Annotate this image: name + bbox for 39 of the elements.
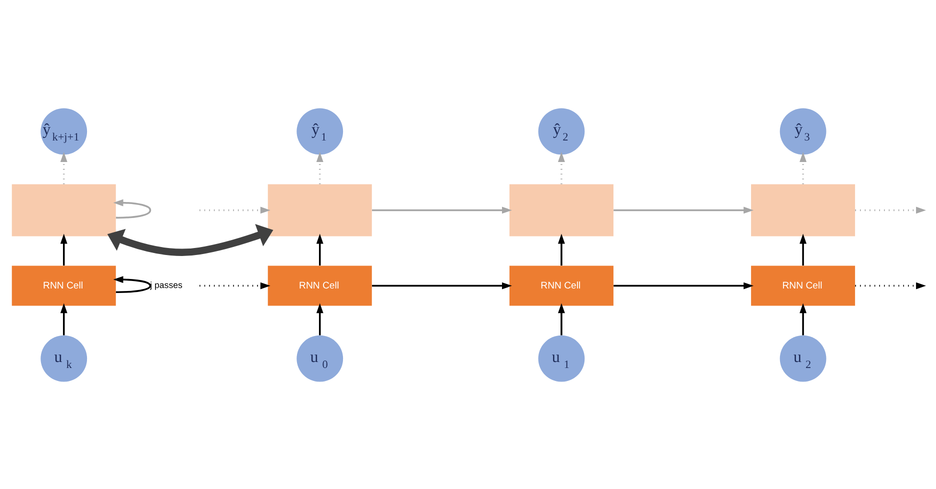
node-box: RNN Cell: [12, 265, 116, 306]
arrow: [107, 223, 274, 256]
arrow: [558, 152, 565, 184]
arrow: [113, 276, 152, 292]
node-circle: ŷ$_{k+j+1}$: [40, 108, 88, 154]
node-circle: ŷ$_{2}$: [538, 108, 585, 154]
arrow: [200, 282, 270, 289]
arrow: [372, 206, 512, 214]
node-circle: ŷ$_{3}$: [780, 108, 826, 154]
node-box: [12, 184, 116, 236]
node-circle: u$_{1}$: [538, 334, 585, 382]
arrow: [60, 233, 68, 266]
node-box: [509, 184, 614, 236]
node-box: RNN Cell: [509, 265, 614, 306]
node-box: [751, 184, 856, 236]
arrow: [558, 233, 565, 266]
arrow: [855, 282, 926, 289]
arrow: [200, 206, 270, 214]
arrow: [800, 302, 807, 335]
arrow: [316, 233, 324, 266]
node-box: RNN Cell: [751, 265, 856, 306]
node-box: RNN Cell: [268, 265, 372, 306]
arrow: [60, 302, 68, 335]
node-circle: ŷ$_{1}$: [296, 108, 344, 154]
arrow: [614, 206, 754, 214]
arrow: [372, 282, 512, 289]
node-box: [268, 184, 372, 236]
node-circle: u$_{k}$: [40, 334, 88, 382]
arrow: [855, 206, 926, 214]
arrow: [800, 233, 807, 266]
node-circle: u$_{0}$: [296, 334, 344, 382]
arrow: [316, 152, 324, 184]
arrow: [316, 302, 324, 335]
arrow: [60, 152, 68, 184]
arrow: [614, 282, 754, 289]
arrow: [113, 198, 152, 218]
arrow: [558, 302, 565, 335]
node-circle: u$_{2}$: [780, 334, 826, 382]
arrow: [800, 152, 807, 184]
